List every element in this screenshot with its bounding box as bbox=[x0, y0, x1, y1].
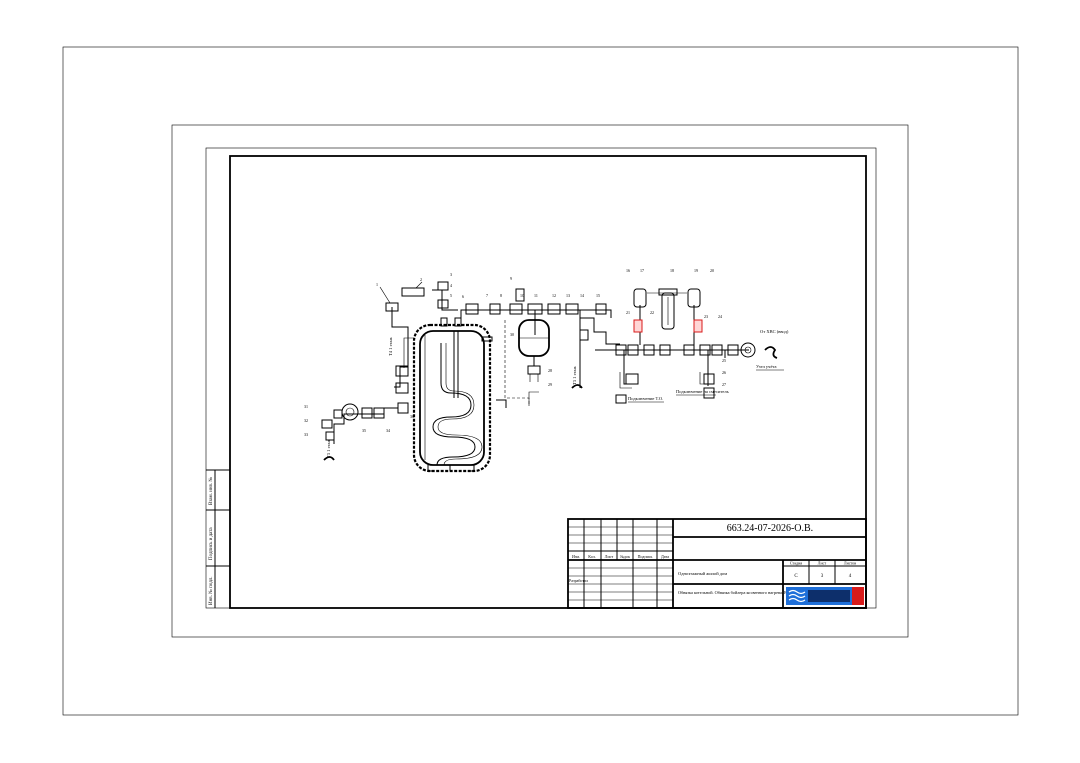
company-logo bbox=[786, 587, 864, 605]
pipe-network bbox=[323, 289, 778, 461]
designation-text: 663.24-07-2026-О.В. bbox=[727, 523, 813, 534]
boiler-body bbox=[419, 330, 485, 466]
header-izm: Изм. bbox=[572, 554, 580, 559]
reducer-right bbox=[693, 319, 703, 333]
header-list: Лист bbox=[605, 554, 614, 559]
sheet-title: Обвязка котельной. Обвязка бойлера косве… bbox=[678, 590, 804, 596]
schematic: 1 2 3 4 5 6 7 8 9 10 11 12 13 14 15 16 1… bbox=[304, 268, 789, 473]
callout-1: 1 bbox=[376, 282, 378, 287]
gauge-meter bbox=[740, 342, 756, 358]
label-radiator-connection: Подключение Т.О. bbox=[628, 396, 663, 401]
callout-9: 9 bbox=[510, 276, 512, 281]
callout-6: 6 bbox=[462, 294, 464, 299]
heat-exchanger-coil bbox=[432, 343, 476, 466]
label-cold-water-inlet: От ХВС (ввод) bbox=[760, 329, 789, 334]
callout-32: 32 bbox=[304, 418, 308, 423]
header-ndoc: №док bbox=[620, 554, 630, 559]
fittings bbox=[321, 281, 739, 441]
reducer-left bbox=[633, 319, 643, 333]
callout-5: 5 bbox=[450, 293, 452, 298]
callout-19: 19 bbox=[694, 268, 698, 273]
callout-35: 35 bbox=[362, 428, 366, 433]
callout-26: 26 bbox=[722, 370, 726, 375]
boiler-tank bbox=[412, 317, 493, 473]
sheets-value: 4 bbox=[849, 574, 852, 579]
callout-25: 25 bbox=[722, 358, 726, 363]
strip-label-replace: Взам. инв. № bbox=[208, 477, 214, 505]
stage-header: Стадия bbox=[790, 561, 802, 566]
label-riser-t4: Т4 1 этаж bbox=[388, 337, 393, 356]
logo-wordmark-icon bbox=[808, 590, 850, 602]
callout-2: 2 bbox=[420, 277, 422, 282]
label-riser-t3b: Т3 1 этаж bbox=[326, 439, 331, 458]
callout-34: 34 bbox=[386, 428, 390, 433]
left-strip: Взам. инв. № Подпись и дата Инв. № подл. bbox=[206, 469, 230, 608]
callout-30: 30 bbox=[510, 332, 514, 337]
logo-wave-icon bbox=[788, 589, 806, 603]
title-block: 663.24-07-2026-О.В. Изм. Кол. Лист №док … bbox=[567, 518, 867, 609]
label-riser-t3: Т3 1 этаж bbox=[572, 366, 577, 385]
callout-18: 18 bbox=[670, 268, 674, 273]
callout-8: 8 bbox=[500, 293, 502, 298]
sheets-header: Листов bbox=[844, 561, 856, 566]
callout-11: 11 bbox=[534, 293, 538, 298]
expansion-tank bbox=[518, 319, 550, 382]
callout-15: 15 bbox=[596, 293, 600, 298]
drawing-inner-frame bbox=[229, 155, 867, 609]
callout-27: 27 bbox=[722, 382, 726, 387]
developer-label: Разработал bbox=[569, 578, 588, 583]
label-mixer-connection: Подключение на смеситель bbox=[676, 389, 729, 394]
object-name: Одноэтажный жилой дом bbox=[678, 571, 727, 576]
callout-20: 20 bbox=[710, 268, 714, 273]
callout-3: 3 bbox=[450, 272, 452, 277]
callout-23: 23 bbox=[704, 314, 708, 319]
header-kol: Кол. bbox=[588, 554, 595, 559]
sheet-header: Лист bbox=[818, 561, 827, 566]
header-signature: Подпись bbox=[638, 554, 653, 559]
stage-value: С bbox=[794, 574, 798, 579]
strip-label-signature: Подпись и дата bbox=[209, 527, 214, 560]
boiler-insulation bbox=[412, 323, 492, 473]
sheet-title-line: Обвязка котельной. Обвязка бойлера косве… bbox=[678, 590, 804, 596]
callouts: 1 2 3 4 5 6 7 8 9 10 11 12 13 14 15 16 1… bbox=[304, 268, 726, 437]
sheet-value: 3 bbox=[821, 574, 824, 579]
filter-housings bbox=[633, 288, 701, 330]
callout-10: 10 bbox=[520, 293, 524, 298]
callout-33: 33 bbox=[304, 432, 308, 437]
logo-accent bbox=[852, 587, 864, 605]
callout-14: 14 bbox=[580, 293, 584, 298]
callout-36: 36 bbox=[410, 414, 414, 419]
strip-label-inventory: Инв. № подл. bbox=[208, 577, 214, 606]
callout-16: 16 bbox=[626, 268, 630, 273]
callout-7: 7 bbox=[486, 293, 488, 298]
gauge-left bbox=[341, 403, 359, 421]
outer-page-border bbox=[62, 46, 1019, 716]
callout-4: 4 bbox=[450, 283, 452, 288]
callout-21: 21 bbox=[626, 310, 630, 315]
drawing-outer-frame bbox=[205, 147, 877, 609]
callout-31: 31 bbox=[304, 404, 308, 409]
sheet-border bbox=[171, 124, 909, 638]
callout-13: 13 bbox=[566, 293, 570, 298]
label-meter-node: Узел учёта bbox=[756, 364, 776, 369]
callout-29: 29 bbox=[548, 382, 552, 387]
header-date: Дата bbox=[661, 554, 669, 559]
callout-12: 12 bbox=[552, 293, 556, 298]
callout-17: 17 bbox=[640, 268, 644, 273]
callout-28: 28 bbox=[548, 368, 552, 373]
callout-22: 22 bbox=[650, 310, 654, 315]
callout-24: 24 bbox=[718, 314, 722, 319]
boiler-legs bbox=[427, 465, 475, 472]
